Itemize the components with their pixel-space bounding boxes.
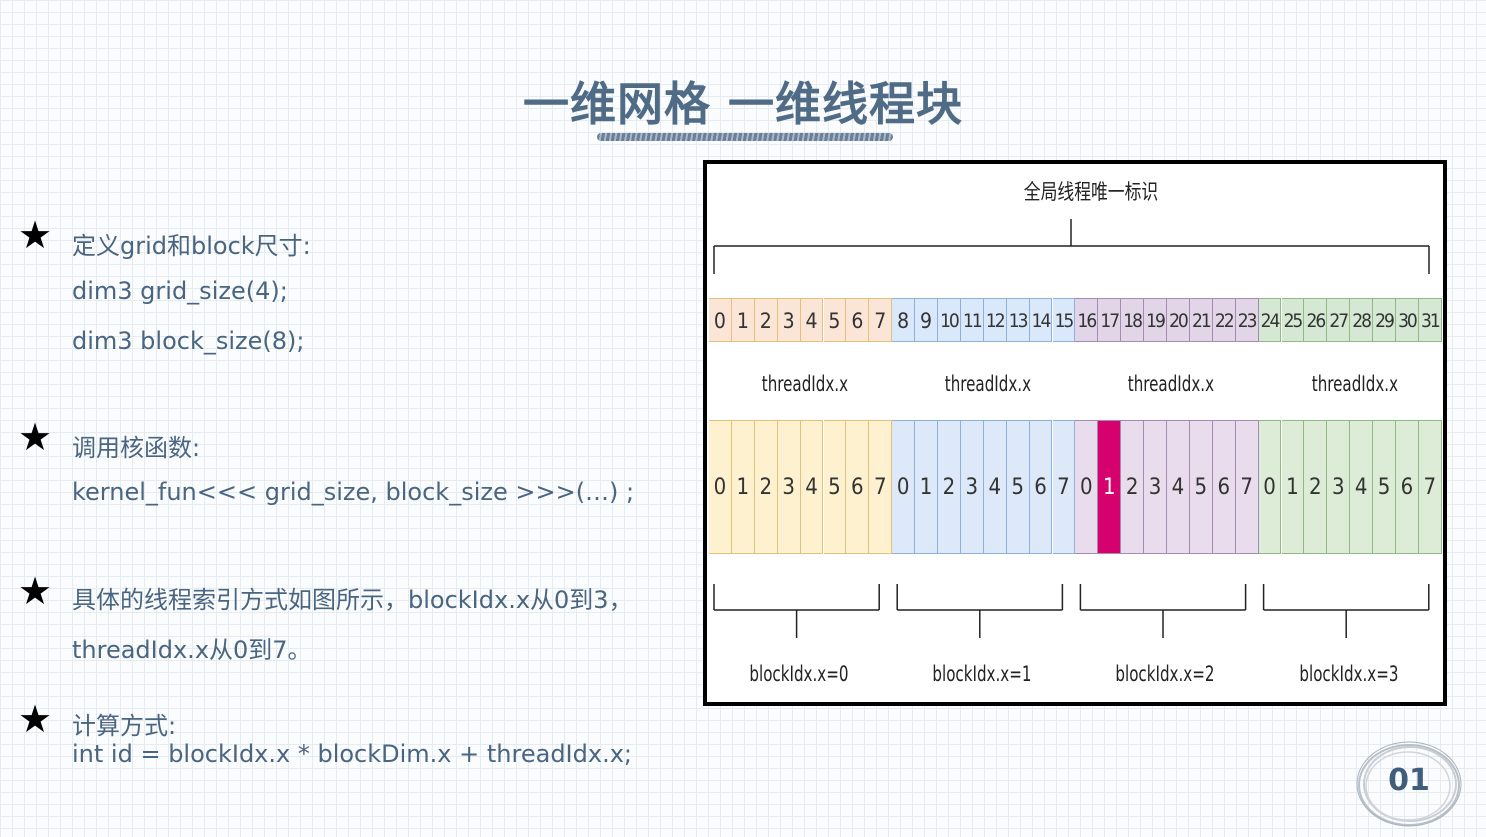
page-badge-scribble-icon [1356, 741, 1462, 827]
slide-title: 一维网格 一维线程块 [522, 77, 963, 131]
thread-idx-label: threadIdx.x [1311, 372, 1398, 396]
thread-id-cell: 4 [1167, 420, 1190, 554]
thread-id-cell: 3 [1327, 420, 1351, 554]
global-id-cell: 25 [1281, 298, 1305, 342]
page-number: 01 [1388, 763, 1430, 798]
global-id-cell: 8 [892, 298, 916, 342]
thread-id-cell: 6 [846, 420, 870, 554]
global-id-cell: 3 [777, 298, 801, 342]
thread-id-cell: 7 [1235, 420, 1259, 554]
global-id-cell: 18 [1121, 298, 1145, 342]
bullet-line: threadIdx.x从0到7。 [72, 636, 312, 664]
thread-id-cell: 0 [1075, 420, 1099, 554]
global-id-cell: 20 [1167, 298, 1190, 342]
global-id-cell: 11 [960, 298, 984, 342]
block-idx-label: blockIdx.x=2 [1115, 662, 1215, 686]
star-icon: ★ [18, 697, 53, 741]
block-idx-label: blockIdx.x=1 [932, 662, 1032, 686]
thread-id-cell: 5 [1006, 420, 1030, 554]
global-id-cell: 23 [1235, 298, 1259, 342]
global-id-cell: 16 [1075, 298, 1099, 342]
thread-id-cell: 7 [1052, 420, 1076, 554]
bullet-line: kernel_fun<<< grid_size, block_size >>>(… [72, 478, 635, 506]
global-id-cell: 6 [846, 298, 870, 342]
global-id-cell: 17 [1098, 298, 1122, 342]
thread-id-cell: 7 [1418, 420, 1442, 554]
thread-id-cell: 2 [1121, 420, 1145, 554]
star-icon: ★ [18, 415, 53, 459]
star-icon: ★ [18, 569, 53, 613]
global-id-cell: 26 [1304, 298, 1328, 342]
thread-id-cell: 0 [892, 420, 916, 554]
thread-id-cell: 0 [709, 420, 732, 554]
global-id-cell: 22 [1212, 298, 1236, 342]
thread-id-cell: 5 [1373, 420, 1396, 554]
thread-id-cell: 3 [777, 420, 801, 554]
global-id-cell: 1 [731, 298, 755, 342]
bullet-line: 调用核函数: [72, 434, 201, 462]
thread-id-cell: 1 [731, 420, 755, 554]
thread-id-cell: 0 [1258, 420, 1282, 554]
global-id-cell: 7 [869, 298, 893, 342]
thread-id-cell: 2 [1304, 420, 1328, 554]
global-id-cell: 14 [1029, 298, 1053, 342]
global-id-label: 全局线程唯一标识 [1023, 180, 1159, 204]
thread-id-cell: 4 [983, 420, 1007, 554]
thread-id-cell: 6 [1212, 420, 1236, 554]
star-icon: ★ [18, 213, 53, 257]
global-id-cell: 30 [1396, 298, 1419, 342]
global-id-cell: 12 [983, 298, 1007, 342]
global-id-cell: 4 [800, 298, 824, 342]
thread-idx-label: threadIdx.x [1128, 372, 1215, 396]
highlighted-thread-cell: 1 [1098, 420, 1122, 554]
global-id-cell: 15 [1052, 298, 1076, 342]
global-id-cell: 24 [1258, 298, 1282, 342]
global-id-cell: 28 [1350, 298, 1374, 342]
thread-id-cell: 7 [869, 420, 893, 554]
thread-idx-label: threadIdx.x [944, 372, 1032, 396]
global-id-cell: 10 [938, 298, 961, 342]
global-id-cell: 9 [915, 298, 938, 342]
bullet-line: int id = blockIdx.x * blockDim.x + threa… [72, 740, 632, 768]
block-idx-label: blockIdx.x=3 [1298, 662, 1399, 686]
thread-id-cell: 6 [1029, 420, 1053, 554]
global-id-cell: 5 [823, 298, 847, 342]
bullet-line: dim3 grid_size(4); [72, 277, 288, 305]
thread-id-cell: 3 [1144, 420, 1167, 554]
thread-id-cell: 1 [1281, 420, 1305, 554]
global-id-cell: 31 [1418, 298, 1442, 342]
block-idx-label: blockIdx.x=0 [749, 662, 849, 686]
global-id-cell: 19 [1144, 298, 1167, 342]
thread-id-cell: 2 [938, 420, 961, 554]
thread-id-cell: 4 [1350, 420, 1374, 554]
diagram-lines [713, 219, 1430, 638]
bullet-line: 计算方式: [72, 712, 177, 740]
bullet-line: dim3 block_size(8); [72, 327, 305, 355]
global-id-cell: 27 [1327, 298, 1351, 342]
thread-id-cell: 4 [800, 420, 824, 554]
thread-idx-label: threadIdx.x [761, 372, 849, 396]
global-id-cell: 0 [709, 298, 732, 342]
bullet-line: 具体的线程索引方式如图所示，blockIdx.x从0到3， [72, 586, 633, 614]
thread-id-cell: 3 [960, 420, 984, 554]
global-id-cell: 29 [1373, 298, 1396, 342]
title-underline [597, 133, 893, 141]
thread-id-cell: 1 [915, 420, 938, 554]
global-id-cell: 21 [1189, 298, 1213, 342]
global-id-cell: 2 [754, 298, 778, 342]
global-id-cell: 13 [1006, 298, 1030, 342]
thread-id-cell: 5 [823, 420, 847, 554]
thread-id-cell: 6 [1396, 420, 1419, 554]
bullet-line: 定义grid和block尺寸: [72, 232, 311, 260]
thread-id-cell: 2 [754, 420, 778, 554]
thread-id-cell: 5 [1189, 420, 1213, 554]
